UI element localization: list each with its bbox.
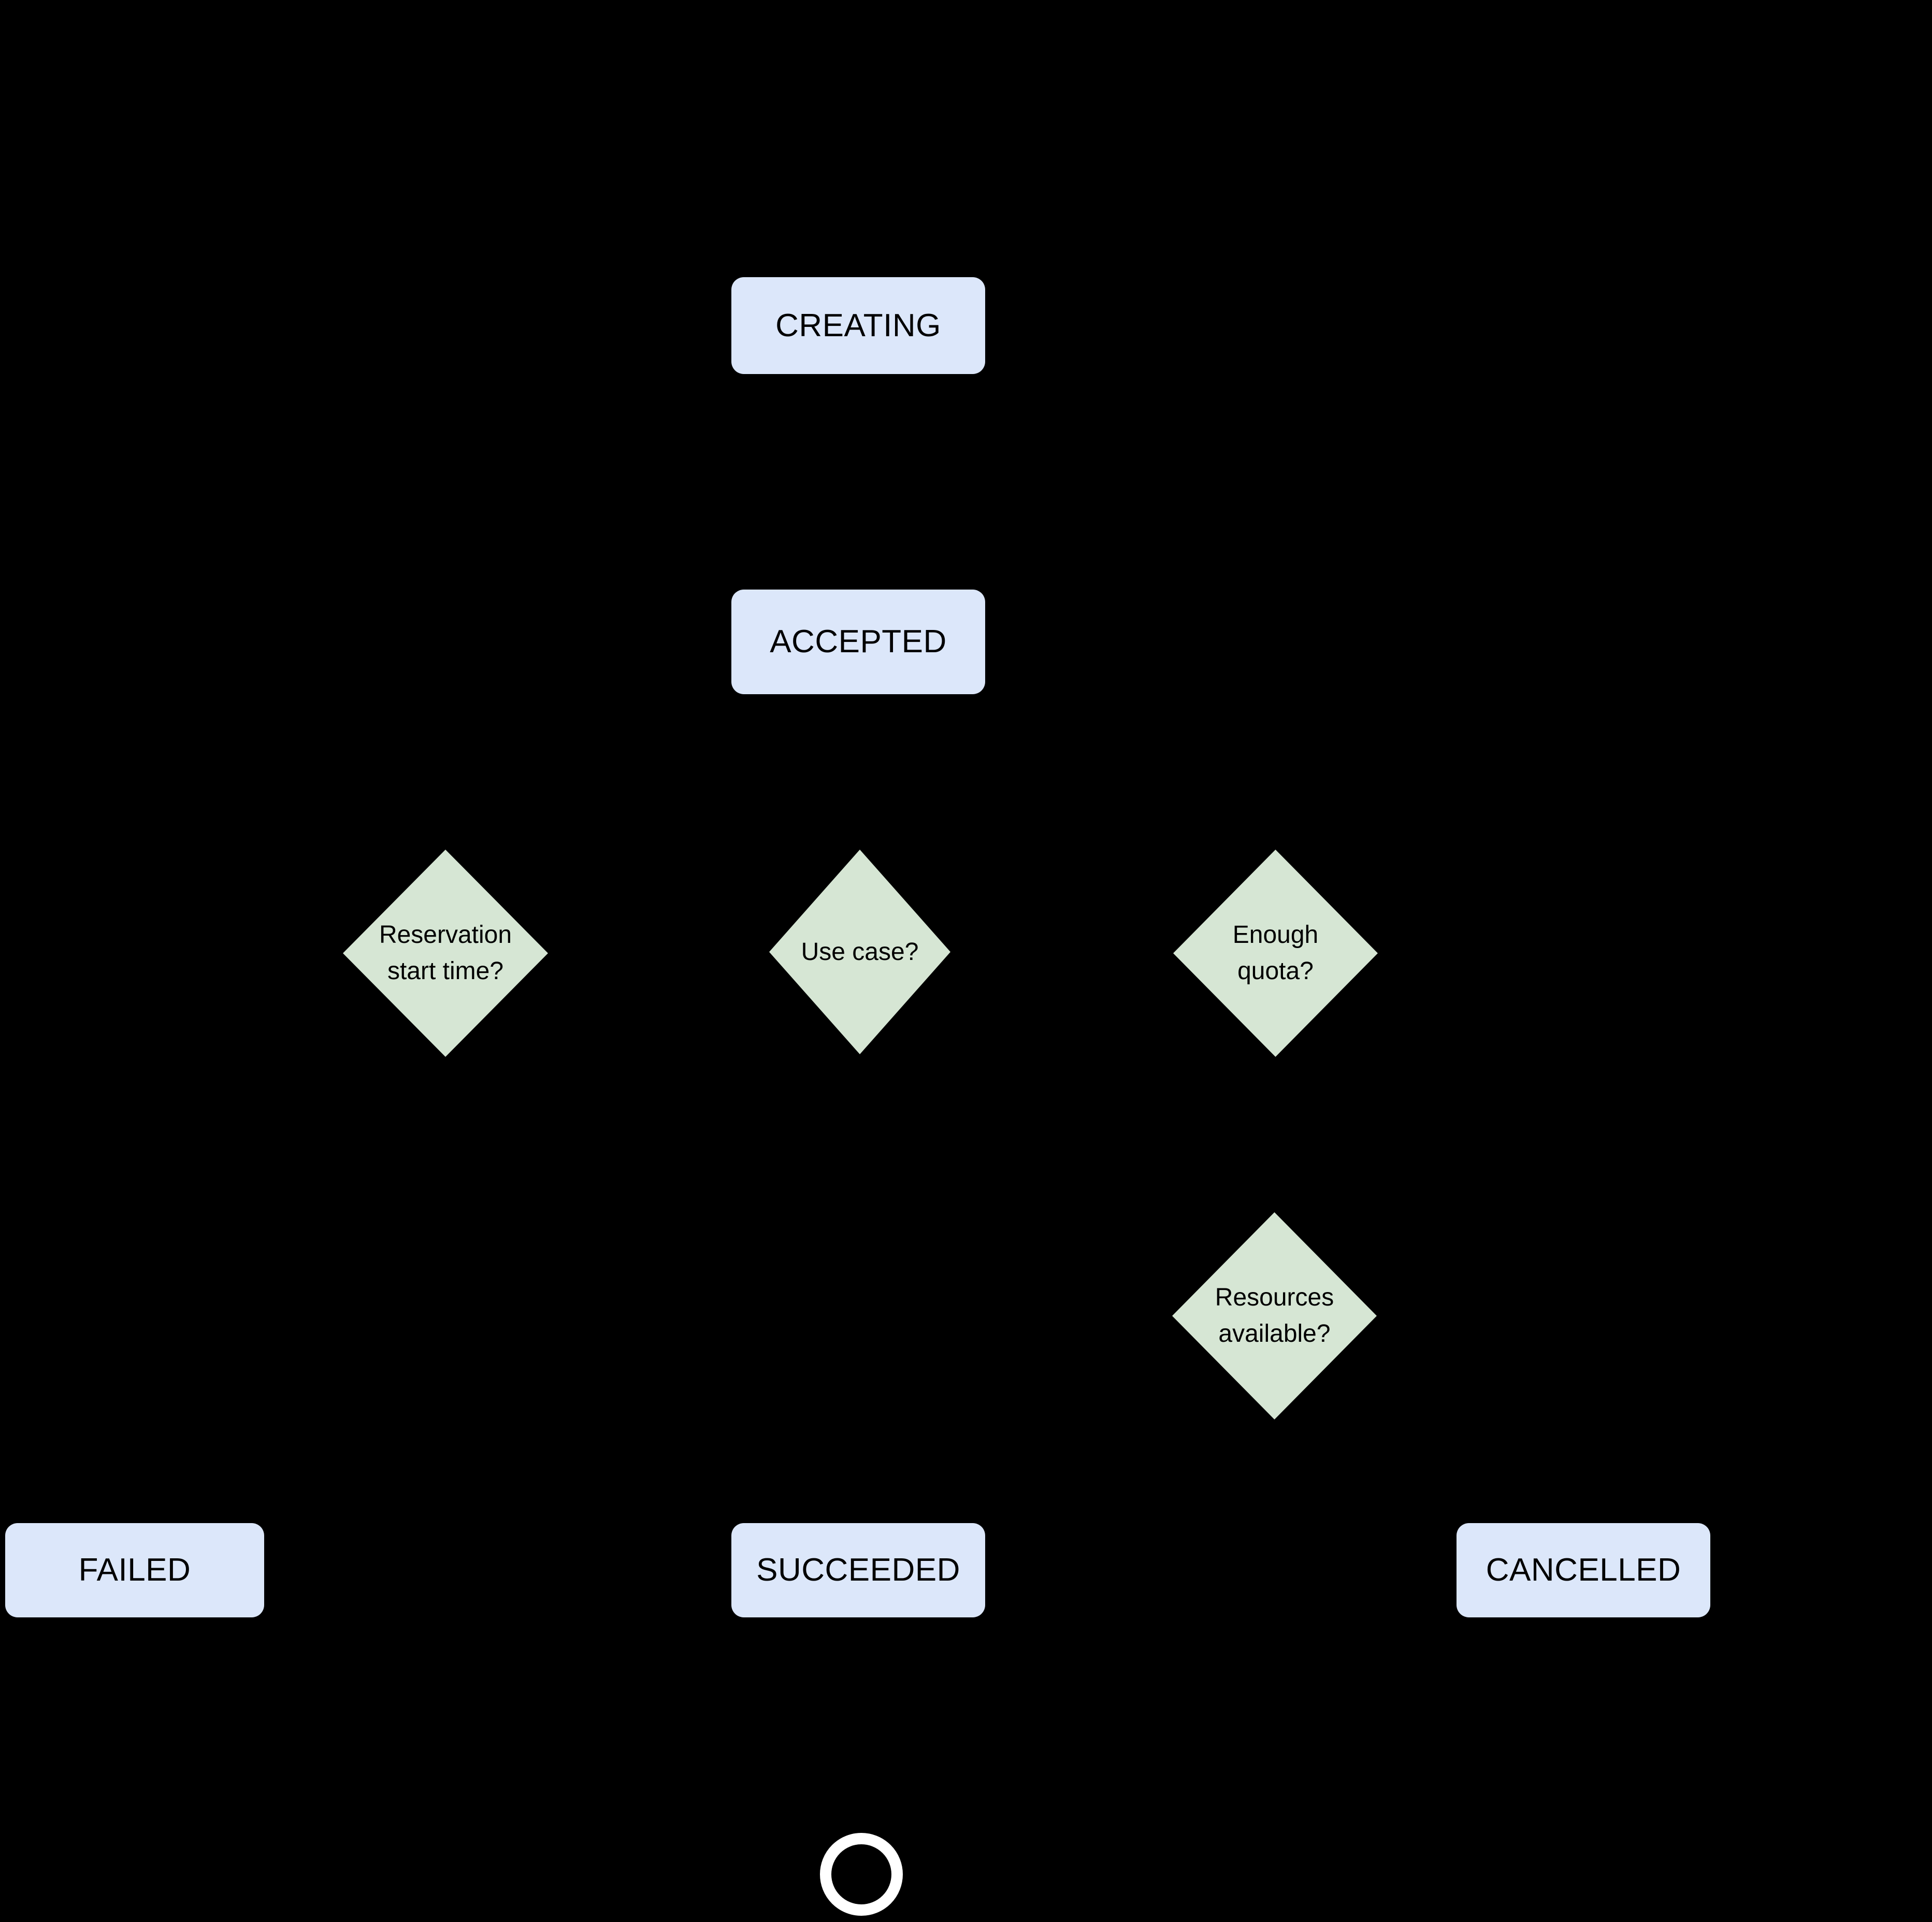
- state-box-cancelled[interactable]: CANCELLED: [1457, 1523, 1710, 1617]
- state-label-failed: FAILED: [78, 1552, 191, 1588]
- state-box-failed[interactable]: FAILED: [5, 1523, 264, 1617]
- end-state-circle-icon: [820, 1833, 903, 1916]
- state-label-accepted: ACCEPTED: [770, 624, 947, 659]
- edge-accepted-to-enough-quota: [857, 694, 1288, 845]
- edge-cancelled-to-end: [907, 1617, 1585, 1887]
- diamond-shape: [769, 850, 950, 1054]
- decision-resources-available[interactable]: Resources available?: [1172, 1212, 1377, 1419]
- diamond-shape: [1172, 1212, 1377, 1419]
- state-box-accepted[interactable]: ACCEPTED: [731, 590, 985, 694]
- diamond-shape: [1173, 850, 1378, 1057]
- state-box-succeeded[interactable]: SUCCEEDED: [731, 1523, 985, 1617]
- edge-accepted-to-reservation-start-time: [433, 694, 860, 845]
- edge-reservation-to-failed: [122, 1057, 447, 1519]
- decision-reservation-start-time[interactable]: Reservation start time?: [343, 850, 548, 1057]
- state-label-creating: CREATING: [775, 307, 941, 343]
- edge-resources-to-cancelled: [1273, 1419, 1596, 1519]
- decision-enough-quota[interactable]: Enough quota?: [1173, 850, 1378, 1057]
- edge-failed-to-end: [133, 1617, 816, 1887]
- diamond-shape: [343, 850, 548, 1057]
- state-box-creating[interactable]: CREATING: [731, 277, 985, 374]
- state-label-cancelled: CANCELLED: [1486, 1552, 1681, 1588]
- decision-use-case[interactable]: Use case?: [769, 850, 950, 1054]
- state-label-succeeded: SUCCEEDED: [756, 1552, 960, 1588]
